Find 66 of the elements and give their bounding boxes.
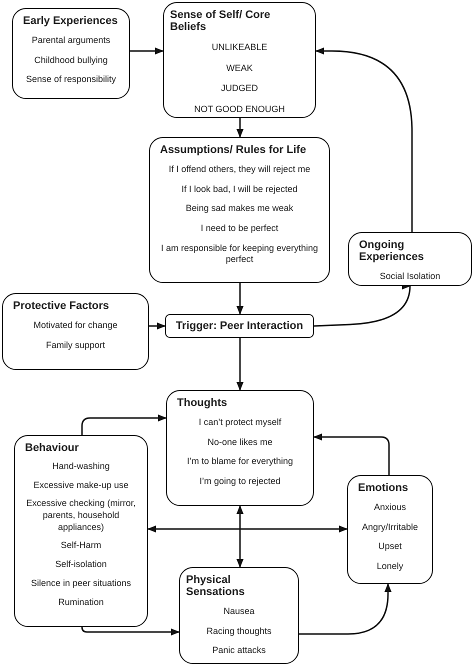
process-box (2, 293, 149, 370)
box-item: Excessive checking (mirror, parents, household appliances) (25, 498, 137, 534)
arrow (130, 47, 164, 55)
box-item: Upset (378, 541, 402, 554)
box-item: Nausea (223, 606, 255, 618)
arrow (236, 118, 244, 138)
box-item: No-one likes me (207, 436, 273, 448)
box-heading: Assumptions/ Rules for Life (159, 144, 306, 156)
process-box (179, 567, 299, 664)
arrow (147, 525, 348, 533)
box-item: Anxious (374, 502, 406, 514)
box-item: Hand-washing (52, 461, 110, 473)
box-item: Family support (46, 340, 106, 352)
process-box (149, 137, 330, 283)
arrow (313, 433, 390, 475)
arrow (314, 285, 413, 327)
box-item: I’m going to rejected (199, 476, 281, 488)
arrow (299, 583, 392, 635)
box-item: Social Isolation (380, 271, 440, 283)
box-heading: Trigger: Peer Interaction (176, 320, 304, 332)
process-box (14, 435, 148, 627)
process-box (348, 232, 472, 286)
trigger-box (165, 314, 314, 338)
box-item: Sense of responsibility (26, 74, 116, 86)
box-item: I can’t protect myself (198, 417, 282, 429)
box-heading: Ongoing Experiences (358, 239, 425, 263)
process-box (163, 2, 316, 118)
box-heading: Physical Sensations (186, 574, 246, 598)
arrow (236, 505, 244, 568)
box-item: I am responsible for keeping everything perfect (160, 242, 320, 266)
arrow (236, 338, 244, 391)
box-item: JUDGED (220, 83, 258, 96)
arrow (149, 322, 166, 330)
box-heading: Emotions (357, 482, 408, 494)
box-item: Parental arguments (32, 35, 110, 47)
process-box (166, 390, 314, 506)
arrow (81, 414, 167, 435)
box-item: If I look bad, I will be rejected (181, 184, 298, 196)
box-heading: Early Experiences (22, 15, 118, 27)
box-item: Silence in peer situations (30, 578, 132, 590)
box-item: Racing thoughts (206, 626, 272, 638)
arrow (315, 47, 413, 232)
arrow (81, 626, 180, 636)
box-item: WEAK (226, 62, 253, 74)
box-item: Self-isolation (55, 559, 107, 571)
box-item: Lonely (376, 561, 404, 573)
box-item: Childhood bullying (34, 54, 108, 66)
box-item: I’m to blame for everything (186, 456, 294, 468)
box-item: If I offend others, they will reject me (168, 164, 310, 176)
box-item: Motivated for change (33, 320, 118, 332)
box-item: Self-Harm (60, 540, 102, 552)
arrow (236, 283, 244, 315)
process-box (12, 8, 130, 99)
box-item: Angry/Irritable (362, 522, 418, 534)
box-item: Being sad makes me weak (186, 203, 294, 216)
box-item: Panic attacks (212, 645, 266, 658)
process-box (347, 475, 433, 584)
box-item: I need to be perfect (200, 223, 278, 235)
box-item: Excessive make-up use (33, 480, 129, 492)
box-heading: Protective Factors (12, 300, 109, 312)
box-item: NOT GOOD ENOUGH (194, 104, 285, 116)
box-heading: Behaviour (24, 442, 79, 454)
box-item: UNLIKEABLE (212, 42, 268, 54)
box-item: Rumination (58, 596, 104, 608)
box-heading: Sense of Self/ Core Beliefs (170, 9, 272, 33)
box-heading: Thoughts (176, 397, 228, 409)
